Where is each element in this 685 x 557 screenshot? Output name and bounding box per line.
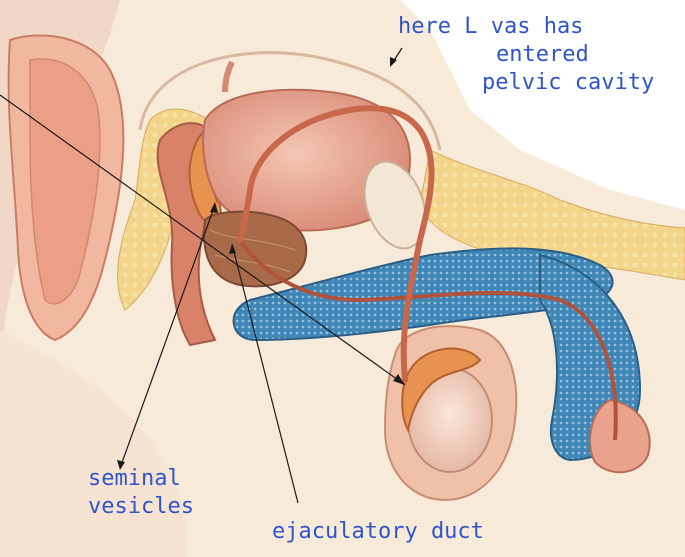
pelvic-note-line-3: pelvic cavity [482,71,654,95]
ejaculatory-duct-label: ejaculatory duct [272,520,484,544]
pelvic-note-line-1: here L vas has [398,15,583,39]
pelvic-note-line-2: entered [496,43,589,67]
seminal-vesicles-label-line-2: vesicles [88,495,194,519]
prostate [204,212,306,287]
seminal-vesicles-label-line-1: seminal [88,467,181,491]
